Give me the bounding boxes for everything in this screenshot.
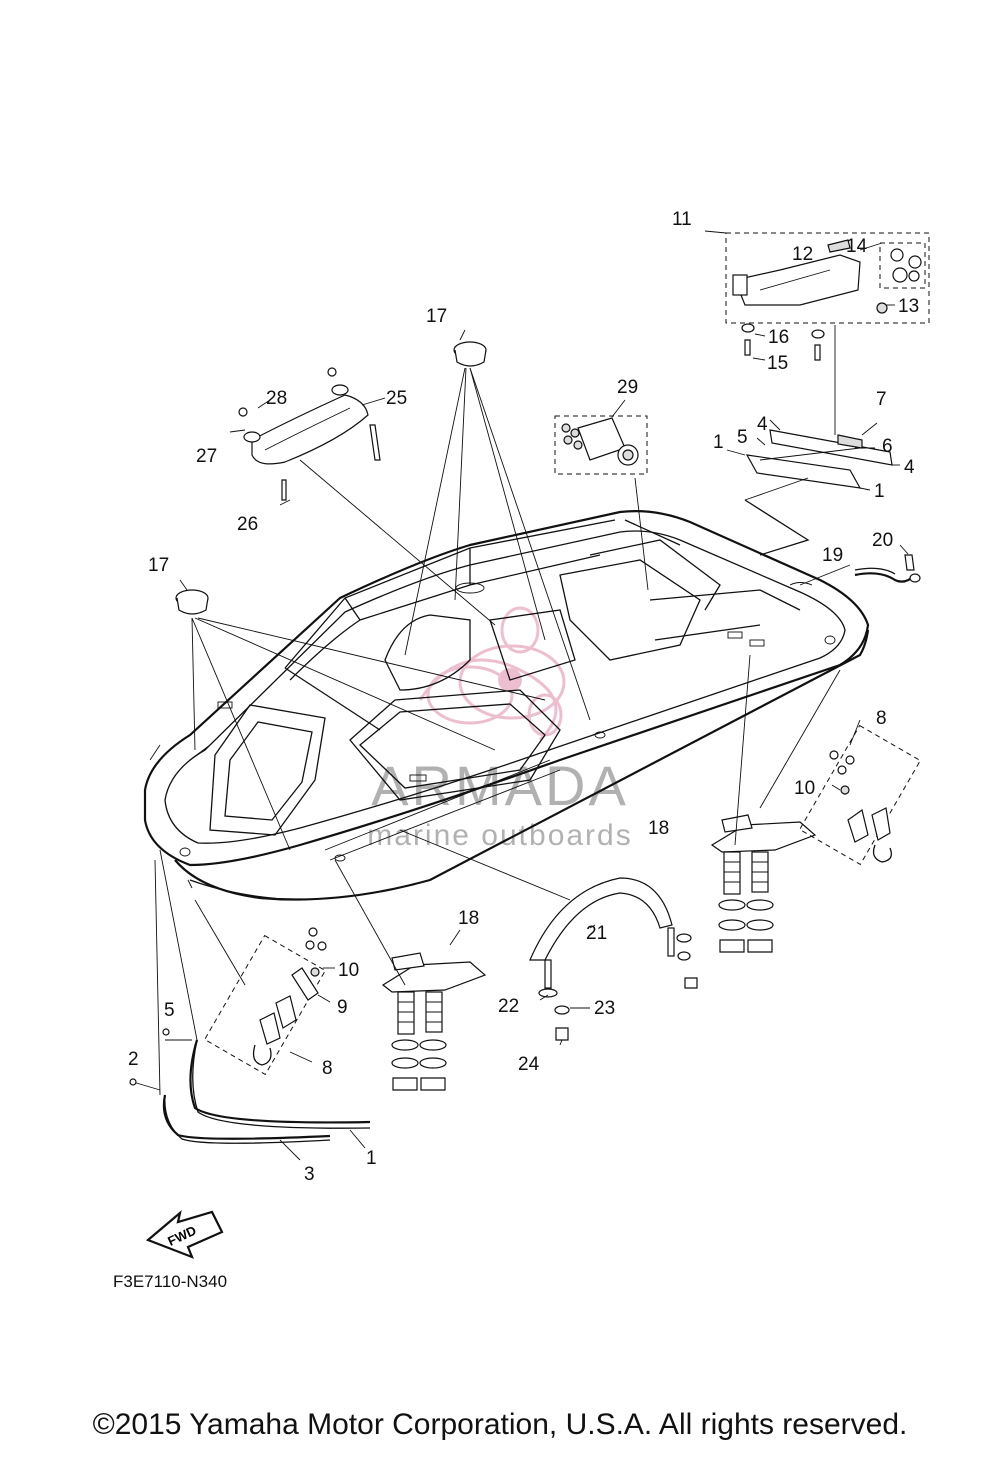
callout-1-rail-right: 1 — [874, 481, 885, 502]
callout-4-bottom: 4 — [904, 457, 915, 478]
callout-5-right: 5 — [737, 427, 748, 448]
callout-29: 29 — [617, 377, 638, 398]
callout-20: 20 — [872, 530, 893, 551]
callout-19: 19 — [822, 545, 843, 566]
tow-strap — [799, 544, 921, 586]
callout-25: 25 — [386, 388, 407, 409]
callout-14: 14 — [846, 236, 868, 257]
callout-7: 7 — [876, 389, 887, 410]
watermark-subtitle: marine outboards — [367, 819, 632, 852]
callout-8-right: 8 — [876, 708, 887, 729]
copyright-notice: ©2015 Yamaha Motor Corporation, U.S.A. A… — [92, 1408, 908, 1441]
callout-4-top: 4 — [757, 414, 768, 435]
switch-panel — [554, 399, 649, 591]
bow-rail — [399, 829, 698, 1046]
callout-24: 24 — [518, 1054, 540, 1075]
callout-1-bottom: 1 — [366, 1148, 377, 1169]
callout-8-left: 8 — [322, 1058, 333, 1079]
cup-holders — [175, 329, 591, 851]
callout-13: 13 — [898, 296, 919, 317]
rail-assembly — [726, 419, 900, 556]
callout-12: 12 — [792, 244, 813, 265]
right-bow-eye — [799, 719, 921, 866]
callout-17-left: 17 — [148, 555, 169, 576]
boat-hull — [143, 510, 870, 901]
diagram-code: F3E7110-N340 — [113, 1272, 227, 1291]
callouts: 11 12 14 13 16 15 17 29 28 25 27 26 7 4 … — [128, 209, 919, 1185]
callout-11: 11 — [672, 209, 692, 230]
seat-bracket-assembly — [704, 230, 930, 435]
left-bow-eye — [194, 899, 335, 1076]
callout-2: 2 — [128, 1049, 139, 1070]
callout-16: 16 — [768, 327, 789, 348]
callout-22: 22 — [498, 996, 519, 1017]
callout-23: 23 — [594, 998, 615, 1019]
right-cleat — [710, 654, 841, 953]
grab-handle — [229, 367, 496, 626]
callout-28: 28 — [266, 388, 287, 409]
watermark-title: ARMADA — [371, 754, 629, 817]
callout-27: 27 — [196, 446, 217, 467]
callout-5-left: 5 — [164, 1000, 175, 1021]
callout-18-right: 18 — [648, 818, 669, 839]
fwd-arrow-icon: FWD — [145, 1210, 224, 1259]
callout-21: 21 — [586, 923, 607, 944]
callout-18-left: 18 — [458, 908, 479, 929]
callout-15: 15 — [767, 353, 788, 374]
rub-rails — [129, 849, 371, 1161]
callout-3: 3 — [304, 1164, 315, 1185]
callout-10-right: 10 — [794, 778, 815, 799]
callout-6: 6 — [882, 436, 893, 457]
callout-9: 9 — [337, 997, 348, 1018]
callout-10-left: 10 — [338, 960, 359, 981]
left-cleat — [334, 859, 487, 1091]
callout-26: 26 — [237, 514, 258, 535]
callout-1-rail-left: 1 — [713, 432, 724, 453]
callout-17-top: 17 — [426, 306, 447, 327]
